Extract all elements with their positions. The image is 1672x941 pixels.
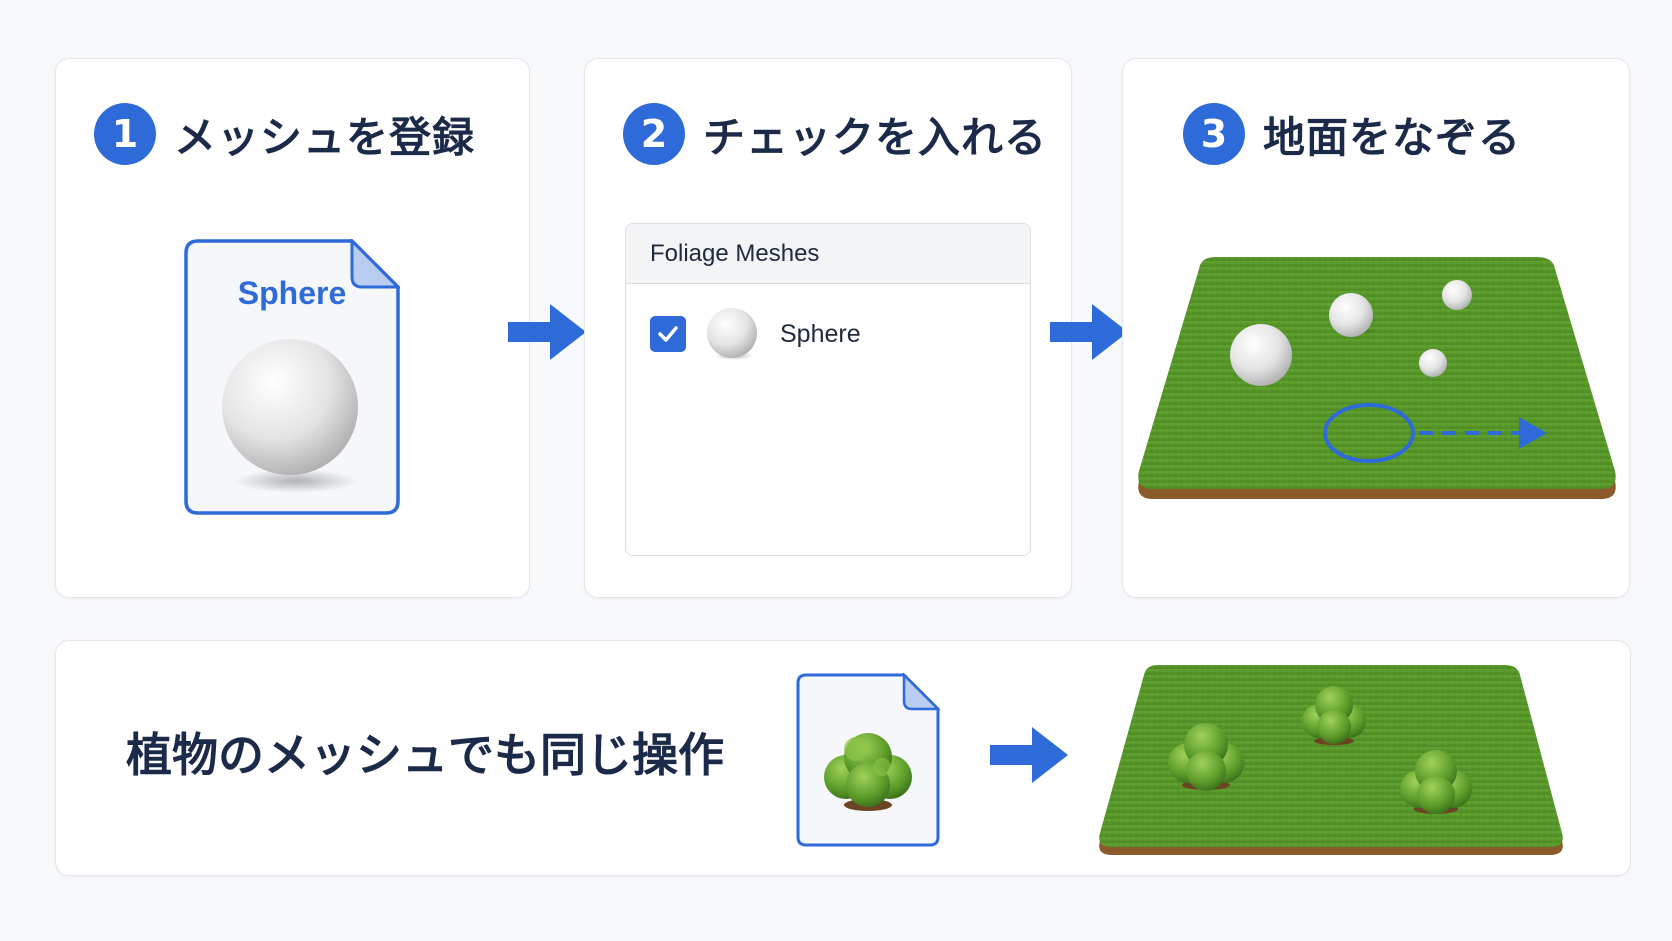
sphere-icon (1419, 349, 1447, 377)
step-1-card: 1 メッシュを登録 Sphere (55, 58, 530, 598)
step-3-card: 3 地面をなぞる (1122, 58, 1630, 598)
arrow-right-icon (990, 727, 1068, 783)
file-icon (184, 237, 402, 515)
sphere-file-icon: Sphere (184, 237, 402, 515)
grass-ground-with-plants (1099, 665, 1563, 855)
bottom-title: 植物のメッシュでも同じ操作 (126, 728, 724, 782)
step-1-title: メッシュを登録 (174, 112, 476, 162)
arrow-right-icon (508, 304, 586, 360)
checkbox-checked-icon[interactable] (650, 316, 686, 352)
step-1-badge: 1 (94, 103, 156, 165)
step-2-badge: 2 (623, 103, 685, 165)
bush-icon (1168, 723, 1244, 791)
step-3-title: 地面をなぞる (1263, 112, 1522, 162)
step-2-card: 2 チェックを入れる Foliage Meshes Sphere (584, 58, 1072, 598)
sphere-icon (1442, 280, 1472, 310)
sphere-icon (1329, 293, 1373, 337)
step-2-header: 2 チェックを入れる (623, 103, 1047, 165)
step-2-title: チェックを入れる (703, 112, 1048, 162)
panel-header: Foliage Meshes (626, 224, 1030, 284)
file-label: Sphere (237, 275, 347, 311)
sphere-icon (707, 308, 757, 360)
sphere-icon (222, 339, 358, 475)
foliage-meshes-panel: Foliage Meshes Sphere (625, 223, 1031, 556)
arrow-right-icon (1050, 304, 1128, 360)
bush-icon (1400, 750, 1472, 814)
bush-icon (1302, 686, 1366, 745)
plant-file-icon (796, 673, 940, 847)
sphere-icon (1230, 324, 1292, 386)
step-3-badge: 3 (1183, 103, 1245, 165)
grass-ground (1138, 257, 1616, 499)
mesh-list-item[interactable]: Sphere (650, 306, 861, 362)
step-3-header: 3 地面をなぞる (1183, 103, 1521, 165)
brush-circle-icon (1323, 403, 1415, 463)
bush-icon (824, 733, 912, 811)
step-1-header: 1 メッシュを登録 (94, 103, 475, 165)
mesh-name: Sphere (780, 319, 861, 348)
bottom-card: 植物のメッシュでも同じ操作 (55, 640, 1631, 876)
